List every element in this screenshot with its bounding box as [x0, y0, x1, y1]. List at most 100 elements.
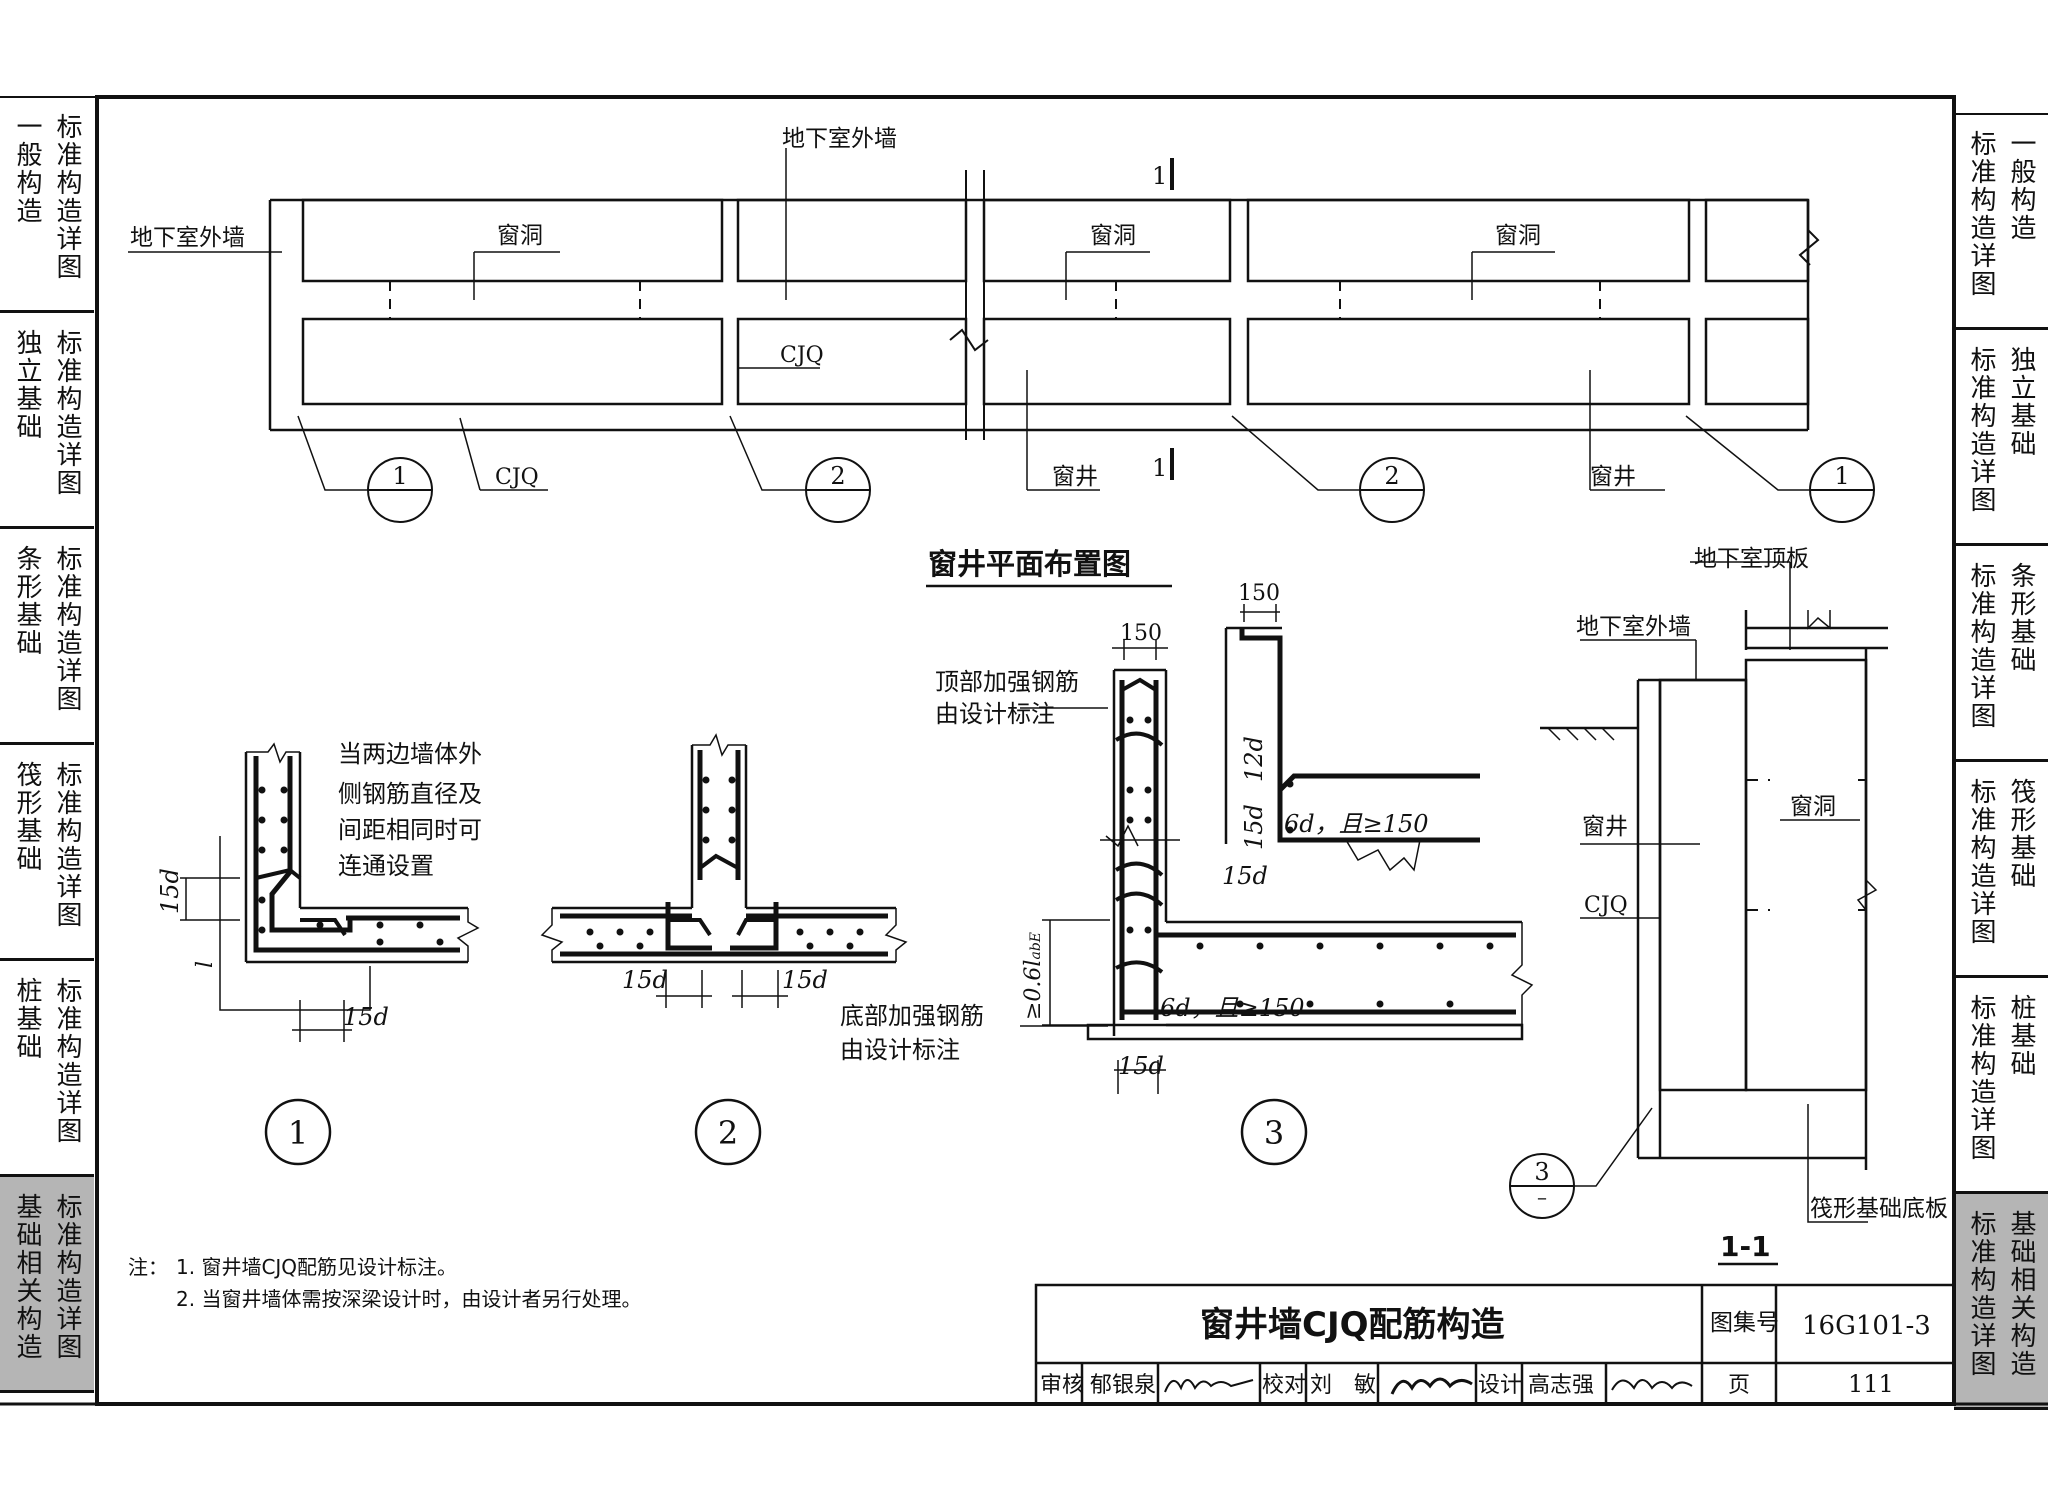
section-label-exterior-wall: 地下室外墙	[1576, 614, 1691, 640]
svg-text:由设计标注: 由设计标注	[840, 1036, 960, 1064]
sidebar-sublabel: 标准构造详图	[52, 977, 82, 1145]
sidebar-left-item-pile[interactable]: 桩基础 标准构造详图	[0, 961, 94, 1177]
plan-label-window-well: 窗井	[1052, 464, 1098, 490]
detail-3-dim-15d: 15d	[1240, 804, 1268, 850]
plan-label-window-opening: 窗洞	[1090, 223, 1136, 249]
sidebar-left-item-strip[interactable]: 条形基础 标准构造详图	[0, 529, 94, 745]
detail-1-marker-number: 1	[288, 1114, 308, 1152]
sidebar-label: 独立基础	[12, 329, 42, 441]
note-item-2: 2. 当窗井墙体需按深梁设计时，由设计者另行处理。	[176, 1287, 641, 1311]
sidebar-right-item-pile[interactable]: 标准构造详图 桩基础	[1954, 978, 2048, 1194]
title-page-label: 页	[1728, 1373, 1750, 1398]
sidebar-label: 桩基础	[12, 977, 42, 1061]
sidebar-sublabel: 标准构造详图	[52, 1193, 82, 1361]
title-block	[1034, 1283, 1956, 1406]
detail-1-dim-15d: 15d	[156, 868, 184, 914]
detail-3-dim-150-top: 150	[1238, 581, 1280, 606]
detail-1-dim-15d-bottom: 15d	[343, 1003, 389, 1031]
title-design-label: 设计	[1478, 1373, 1522, 1398]
sidebar-right-item-isolated[interactable]: 标准构造详图 独立基础	[1954, 330, 2048, 546]
sidebar-sublabel: 标准构造详图	[52, 329, 82, 497]
title-drawing-name: 窗井墙CJQ配筋构造	[1200, 1305, 1505, 1345]
sidebar-label: 条形基础	[12, 545, 42, 657]
sheet-frame	[0, 95, 2048, 1406]
sidebar-sublabel: 标准构造详图	[1966, 346, 1996, 514]
plan-window-well	[1704, 317, 1810, 406]
sidebar-left-item-related[interactable]: 基础相关构造 标准构造详图	[0, 1177, 94, 1393]
svg-text:间距相同时可: 间距相同时可	[338, 816, 482, 844]
plan-window-well	[1246, 317, 1691, 406]
plan-window-well	[982, 317, 1232, 406]
svg-text:由设计标注: 由设计标注	[935, 700, 1055, 728]
plan-title: 窗井平面布置图	[928, 547, 1131, 581]
sidebar-left-item-isolated[interactable]: 独立基础 标准构造详图	[0, 313, 94, 529]
plan-window-opening	[1704, 198, 1810, 283]
sidebar-sublabel: 标准构造详图	[1966, 778, 1996, 946]
plan-window-well	[301, 317, 724, 406]
section-title: 1-1	[1720, 1230, 1771, 1263]
detail-2-dim-15d: 15d	[782, 966, 828, 994]
svg-text:侧钢筋直径及: 侧钢筋直径及	[338, 780, 482, 808]
sidebar-sublabel: 标准构造详图	[1966, 130, 1996, 298]
reviewer-signature	[1164, 1379, 1254, 1393]
detail-2-marker	[694, 1098, 762, 1166]
notes-prefix: 注：	[128, 1255, 168, 1279]
detail-3-dim-15d-base: 15d	[1118, 1052, 1164, 1080]
plan-label-exterior-wall-left: 地下室外墙	[130, 225, 245, 251]
svg-text:连通设置: 连通设置	[338, 852, 434, 880]
sidebar-sublabel: 标准构造详图	[52, 761, 82, 929]
sidebar-left-item-raft[interactable]: 筏形基础 标准构造详图	[0, 745, 94, 961]
sidebar-label: 筏形基础	[12, 761, 42, 873]
callout-dash: –	[1537, 1185, 1547, 1209]
sidebar-left-item-general[interactable]: 一般构造 标准构造详图	[0, 97, 94, 313]
plan-view	[268, 158, 1820, 480]
sidebar-label: 筏形基础	[2006, 778, 2036, 890]
callout-number: 1	[1834, 462, 1849, 490]
sidebar-left: 一般构造 标准构造详图 独立基础 标准构造详图 条形基础 标准构造详图 筏形基础…	[0, 97, 94, 1393]
detail-2-rebar-dots	[586, 776, 864, 950]
detail-1-dimensions	[180, 836, 371, 1042]
title-reviewer: 郁银泉	[1090, 1373, 1156, 1398]
detail-3-dim-6d-bottom: 6d，且≥150	[1160, 994, 1305, 1022]
plan-window-well	[736, 317, 968, 406]
plan-label-cjq: CJQ	[780, 343, 824, 368]
plan-label-window-well: 窗井	[1590, 464, 1636, 490]
detail-3-rebar-dots	[1126, 716, 1494, 1008]
plan-section-mark: 1	[1152, 454, 1167, 482]
callout-number: 2	[1384, 462, 1399, 490]
sidebar-right-item-general[interactable]: 标准构造详图 一般构造	[1954, 114, 2048, 330]
title-check-label: 校对	[1262, 1373, 1306, 1398]
section-label-cjq: CJQ	[1584, 893, 1628, 918]
sidebar-sublabel: 标准构造详图	[1966, 562, 1996, 730]
title-checker: 刘 敏	[1310, 1373, 1376, 1398]
sidebar-right: 标准构造详图 一般构造 标准构造详图 独立基础 标准构造详图 条形基础 标准构造…	[1954, 114, 2048, 1410]
detail-2	[540, 733, 908, 964]
plan-leaders	[128, 148, 1812, 491]
detail-1	[244, 742, 480, 964]
detail-3-dim-06labe: ≥0.6labE	[1021, 932, 1046, 1020]
detail-3	[1086, 626, 1534, 1041]
sidebar-sublabel: 标准构造详图	[52, 113, 82, 281]
detail-3-dim-12d: 12d	[1240, 736, 1268, 782]
callout-number: 2	[830, 462, 845, 490]
plan-window-opening	[736, 198, 968, 283]
detail-2-dimensions	[656, 970, 788, 1008]
title-page-no: 111	[1848, 1370, 1894, 1398]
detail-2-dim-15d: 15d	[622, 966, 668, 994]
plan-label-exterior-wall-top: 地下室外墙	[782, 126, 897, 152]
sidebar-label: 基础相关构造	[2006, 1210, 2036, 1378]
sidebar-sublabel: 标准构造详图	[1966, 1210, 1996, 1378]
title-atlas-no: 16G101-3	[1802, 1311, 1931, 1341]
plan-label-window-opening: 窗洞	[497, 223, 543, 249]
detail-3-dim-15d-bottom: 15d	[1222, 862, 1268, 890]
sidebar-right-item-strip[interactable]: 标准构造详图 条形基础	[1954, 546, 2048, 762]
section-label-roof-slab: 地下室顶板	[1694, 546, 1809, 572]
note-item-1: 1. 窗井墙CJQ配筋见设计标注。	[176, 1255, 457, 1279]
callout-number: 1	[392, 462, 407, 490]
sidebar-right-item-raft[interactable]: 标准构造详图 筏形基础	[1954, 762, 2048, 978]
sidebar-label: 一般构造	[12, 113, 42, 225]
sidebar-label: 基础相关构造	[12, 1193, 42, 1361]
designer-signature	[1611, 1379, 1693, 1391]
sidebar-right-item-related[interactable]: 标准构造详图 基础相关构造	[1954, 1194, 2048, 1410]
